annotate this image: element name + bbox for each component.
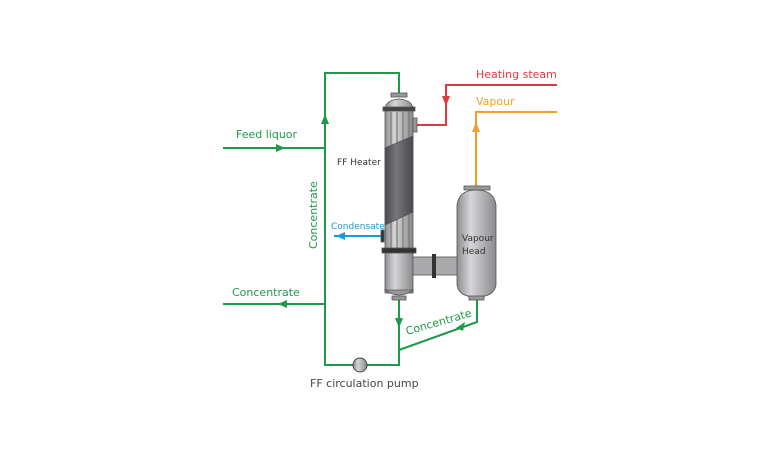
- pump-icon: [352, 357, 368, 373]
- recirculation-line: [324, 72, 400, 366]
- arrow-left-icon: [456, 322, 465, 331]
- arrow-up-icon: [472, 122, 480, 132]
- vapour-head-label-line2: Head: [462, 247, 486, 257]
- heating-steam-label: Heating steam: [476, 68, 557, 81]
- vapour-line: [475, 111, 557, 187]
- concentrate-diagonal-label: Concentrate: [404, 307, 473, 338]
- vapour-head-concentrate-line: [398, 300, 478, 351]
- liquor-lines: [223, 72, 478, 366]
- ff-heater-label: FF Heater: [337, 158, 381, 168]
- ff-heater: [380, 92, 418, 301]
- arrow-right-icon: [276, 144, 285, 152]
- liquor-arrows: [276, 114, 465, 331]
- pump-label: FF circulation pump: [310, 377, 419, 390]
- vapour-head-label-line1: Vapour: [462, 234, 494, 244]
- arrow-left-icon: [278, 300, 287, 308]
- arrow-up-icon: [321, 114, 329, 124]
- vapour-head-vessel: [456, 185, 497, 301]
- arrow-left-icon: [336, 232, 345, 240]
- condensate-label: Condensate: [331, 222, 385, 232]
- concentrate-vertical-label: Concentrate: [307, 181, 320, 249]
- feed-liquor-label: Feed liquor: [236, 128, 298, 141]
- vapour-label: Vapour: [476, 95, 515, 108]
- concentrate-out-label: Concentrate: [232, 286, 300, 299]
- arrow-down-icon: [395, 318, 403, 328]
- connecting-pipe: [411, 254, 459, 278]
- arrow-down-icon: [442, 96, 450, 106]
